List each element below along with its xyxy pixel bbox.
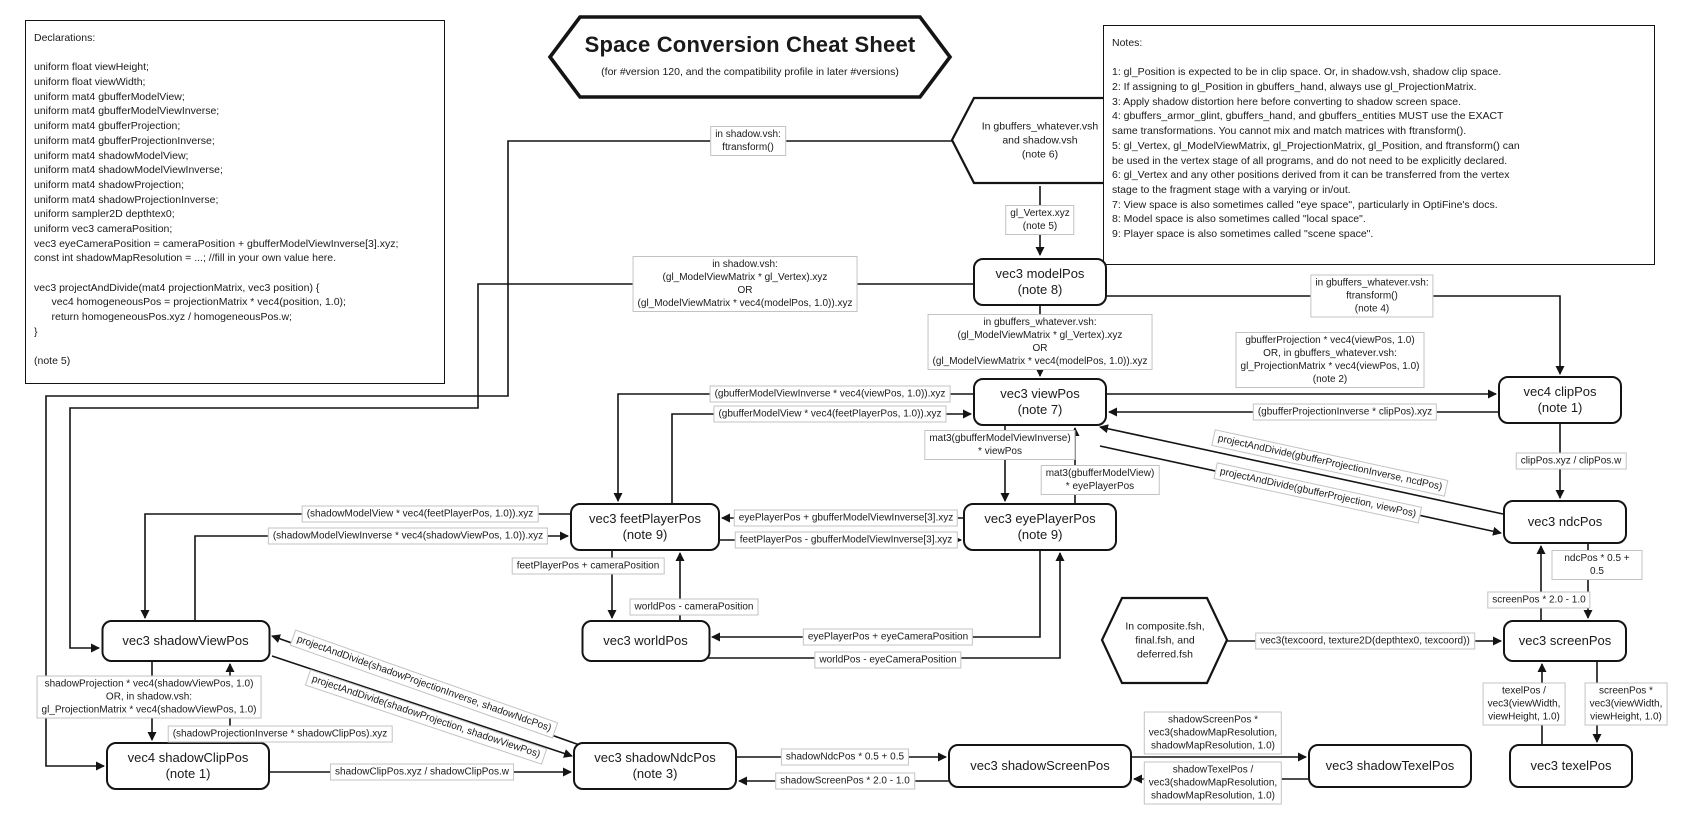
edge-label-feet-to-eye: feetPlayerPos - gbufferModelViewInverse[…	[734, 531, 958, 549]
edge-label-clip-to-ndc: clipPos.xyz / clipPos.w	[1515, 452, 1627, 470]
edge-modelpos-to-clippos	[1105, 295, 1565, 375]
edge-modelpos-to-shadowviewpos	[69, 283, 975, 653]
edge-label-screen-to-texel: screenPos * vec3(viewWidth, viewHeight, …	[1584, 682, 1668, 726]
edge-ndcpos-to-viewpos	[1099, 424, 1504, 515]
declarations-box: Declarations: uniform float viewHeight; …	[25, 20, 445, 384]
edge-label-shadowclip-to-shadowndc: shadowClipPos.xyz / shadowClipPos.w	[330, 763, 514, 781]
edge-label-shadowscreen-to-shadowtexel: shadowScreenPos * vec3(shadowMapResoluti…	[1143, 711, 1283, 755]
edge-label-shadowview-to-feet: (shadowModelViewInverse * vec4(shadowVie…	[267, 527, 549, 545]
edge-label-gbuffers-modelview: in gbuffers_whatever.vsh: (gl_ModelViewM…	[927, 314, 1153, 370]
edge-label-eye-to-view: mat3(gbufferModelView) * eyePlayerPos	[1040, 465, 1160, 495]
edge-label-eye-to-world: eyePlayerPos + eyeCameraPosition	[802, 628, 974, 646]
node-ndcpos: vec3 ndcPos	[1503, 500, 1627, 544]
hexagon-label-gbuffers-context: In gbuffers_whatever.vsh and shadow.vsh …	[981, 120, 1099, 162]
node-shadowviewpos: vec3 shadowViewPos	[101, 620, 270, 662]
node-clippos: vec4 clipPos (note 1)	[1498, 376, 1622, 424]
edge-label-screen-to-ndc: screenPos * 2.0 - 1.0	[1487, 591, 1591, 609]
edge-label-feet-to-view: (gbufferModelView * vec4(feetPlayerPos, …	[713, 405, 947, 423]
page-title: Space Conversion Cheat Sheet	[584, 32, 916, 57]
edge-label-gbuffers-ftransform: in gbuffers_whatever.vsh: ftransform() (…	[1310, 274, 1434, 318]
title-hexagon	[547, 15, 953, 99]
node-shadowclippos: vec4 shadowClipPos (note 1)	[106, 742, 270, 790]
edge-label-world-to-feet: worldPos - cameraPosition	[629, 598, 759, 616]
notes-box: Notes: 1: gl_Position is expected to be …	[1103, 25, 1655, 265]
edge-label-view-to-feet: (gbufferModelViewInverse * vec4(viewPos,…	[709, 385, 951, 403]
edge-label-shadow-modelview: in shadow.vsh: (gl_ModelViewMatrix * gl_…	[632, 256, 858, 312]
node-eyeplayerpos: vec3 eyePlayerPos (note 9)	[963, 503, 1117, 551]
edge-label-shadowndc-to-shadowscreen: shadowNdcPos * 0.5 + 0.5	[780, 748, 910, 766]
hexagon-label-composite-context: In composite.fsh, final.fsh, and deferre…	[1125, 620, 1205, 662]
edge-label-shadow-ftransform: in shadow.vsh: ftransform()	[710, 126, 786, 156]
edge-label-feet-to-shadowview: (shadowModelView * vec4(feetPlayerPos, 1…	[301, 505, 539, 523]
node-shadowndcpos: vec3 shadowNdcPos (note 3)	[573, 742, 737, 790]
page-subtitle: (for #version 120, and the compatibility…	[601, 66, 899, 78]
node-texelpos: vec3 texelPos	[1509, 744, 1633, 788]
edge-label-composite-to-screen: vec3(texcoord, texture2D(depthtex0, texc…	[1255, 632, 1475, 650]
node-modelpos: vec3 modelPos (note 8)	[973, 258, 1107, 306]
edge-label-shadowview-to-shadowclip: shadowProjection * vec4(shadowViewPos, 1…	[36, 675, 262, 719]
node-shadowscreenpos: vec3 shadowScreenPos	[948, 744, 1132, 788]
node-screenpos: vec3 screenPos	[1503, 620, 1627, 662]
edge-eyeplayerpos-to-worldpos	[711, 549, 1041, 642]
node-feetplayerpos: vec3 feetPlayerPos (note 9)	[570, 503, 720, 551]
edge-label-shadowtexel-to-shadowscreen: shadowTexelPos / vec3(shadowMapResolutio…	[1143, 761, 1283, 805]
edge-shadowviewpos-to-feetplayerpos	[194, 531, 569, 622]
edge-label-shadowscreen-to-shadowndc: shadowScreenPos * 2.0 - 1.0	[775, 772, 915, 790]
composite-context-hexagon	[1100, 596, 1229, 685]
edge-label-shadowclip-to-shadowview: (shadowProjectionInverse * shadowClipPos…	[167, 725, 393, 743]
edge-label-view-to-clip: gbufferProjection * vec4(viewPos, 1.0) O…	[1235, 332, 1425, 388]
edge-label-clip-to-view: (gbufferProjectionInverse * clipPos).xyz	[1252, 403, 1438, 421]
node-shadowtexelpos: vec3 shadowTexelPos	[1308, 744, 1472, 788]
edge-label-world-to-eye: worldPos - eyeCameraPosition	[814, 651, 962, 669]
edge-label-view-to-eye: mat3(gbufferModelViewInverse) * viewPos	[924, 430, 1076, 460]
edge-label-eye-to-feet: eyePlayerPos + gbufferModelViewInverse[3…	[733, 509, 959, 527]
edge-label-texel-to-screen: texelPos / vec3(viewWidth, viewHeight, 1…	[1482, 682, 1566, 726]
edge-label-gl-vertex: gl_Vertex.xyz (note 5)	[1005, 205, 1075, 235]
edge-label-ndc-to-screen: ndcPos * 0.5 + 0.5	[1551, 550, 1643, 580]
node-worldpos: vec3 worldPos	[581, 620, 710, 662]
edge-shadowvsh-ftransform-to-shadowclippos	[45, 140, 952, 771]
edge-label-feet-to-world: feetPlayerPos + cameraPosition	[511, 557, 665, 575]
node-viewpos: vec3 viewPos (note 7)	[973, 378, 1107, 426]
